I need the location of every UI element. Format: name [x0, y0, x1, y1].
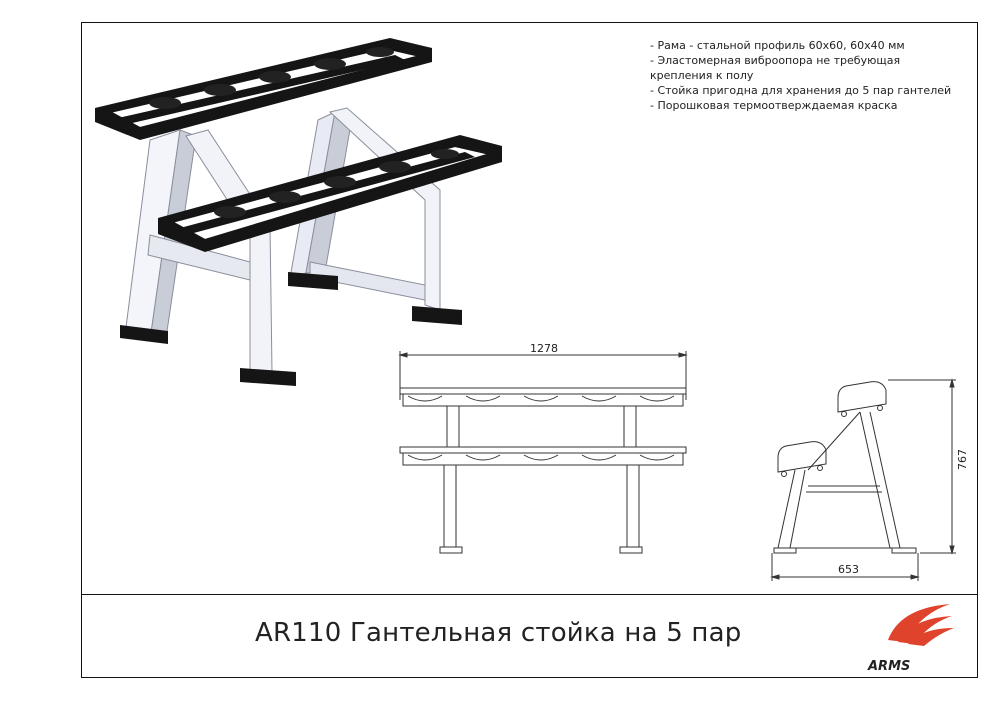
spec-line: - Порошковая термоотверждаемая краска [650, 99, 898, 112]
spec-line: - Стойка пригодна для хранения до 5 пар … [650, 84, 952, 97]
rack-3d-render [95, 38, 502, 386]
specifications-list: - Рама - стальной профиль 60х60, 60х40 м… [650, 38, 980, 113]
arms-logo: ARMS [867, 604, 954, 674]
document-title: AR110 Гантельная стойка на 5 пар [255, 618, 742, 648]
side-view-drawing [770, 378, 956, 581]
spec-line: - Эластомерная виброопора не требующая [650, 54, 901, 67]
side-height-label: 767 [956, 449, 969, 470]
side-depth-label: 653 [838, 563, 859, 576]
spec-line: - Рама - стальной профиль 60х60, 60х40 м… [650, 39, 905, 52]
front-view-drawing [398, 351, 688, 554]
title-block-divider [81, 594, 978, 595]
drawing-frame [81, 22, 978, 678]
front-width-label: 1278 [530, 342, 558, 355]
spec-line: крепления к полу [650, 69, 754, 82]
logo-wordmark: ARMS [867, 659, 910, 674]
